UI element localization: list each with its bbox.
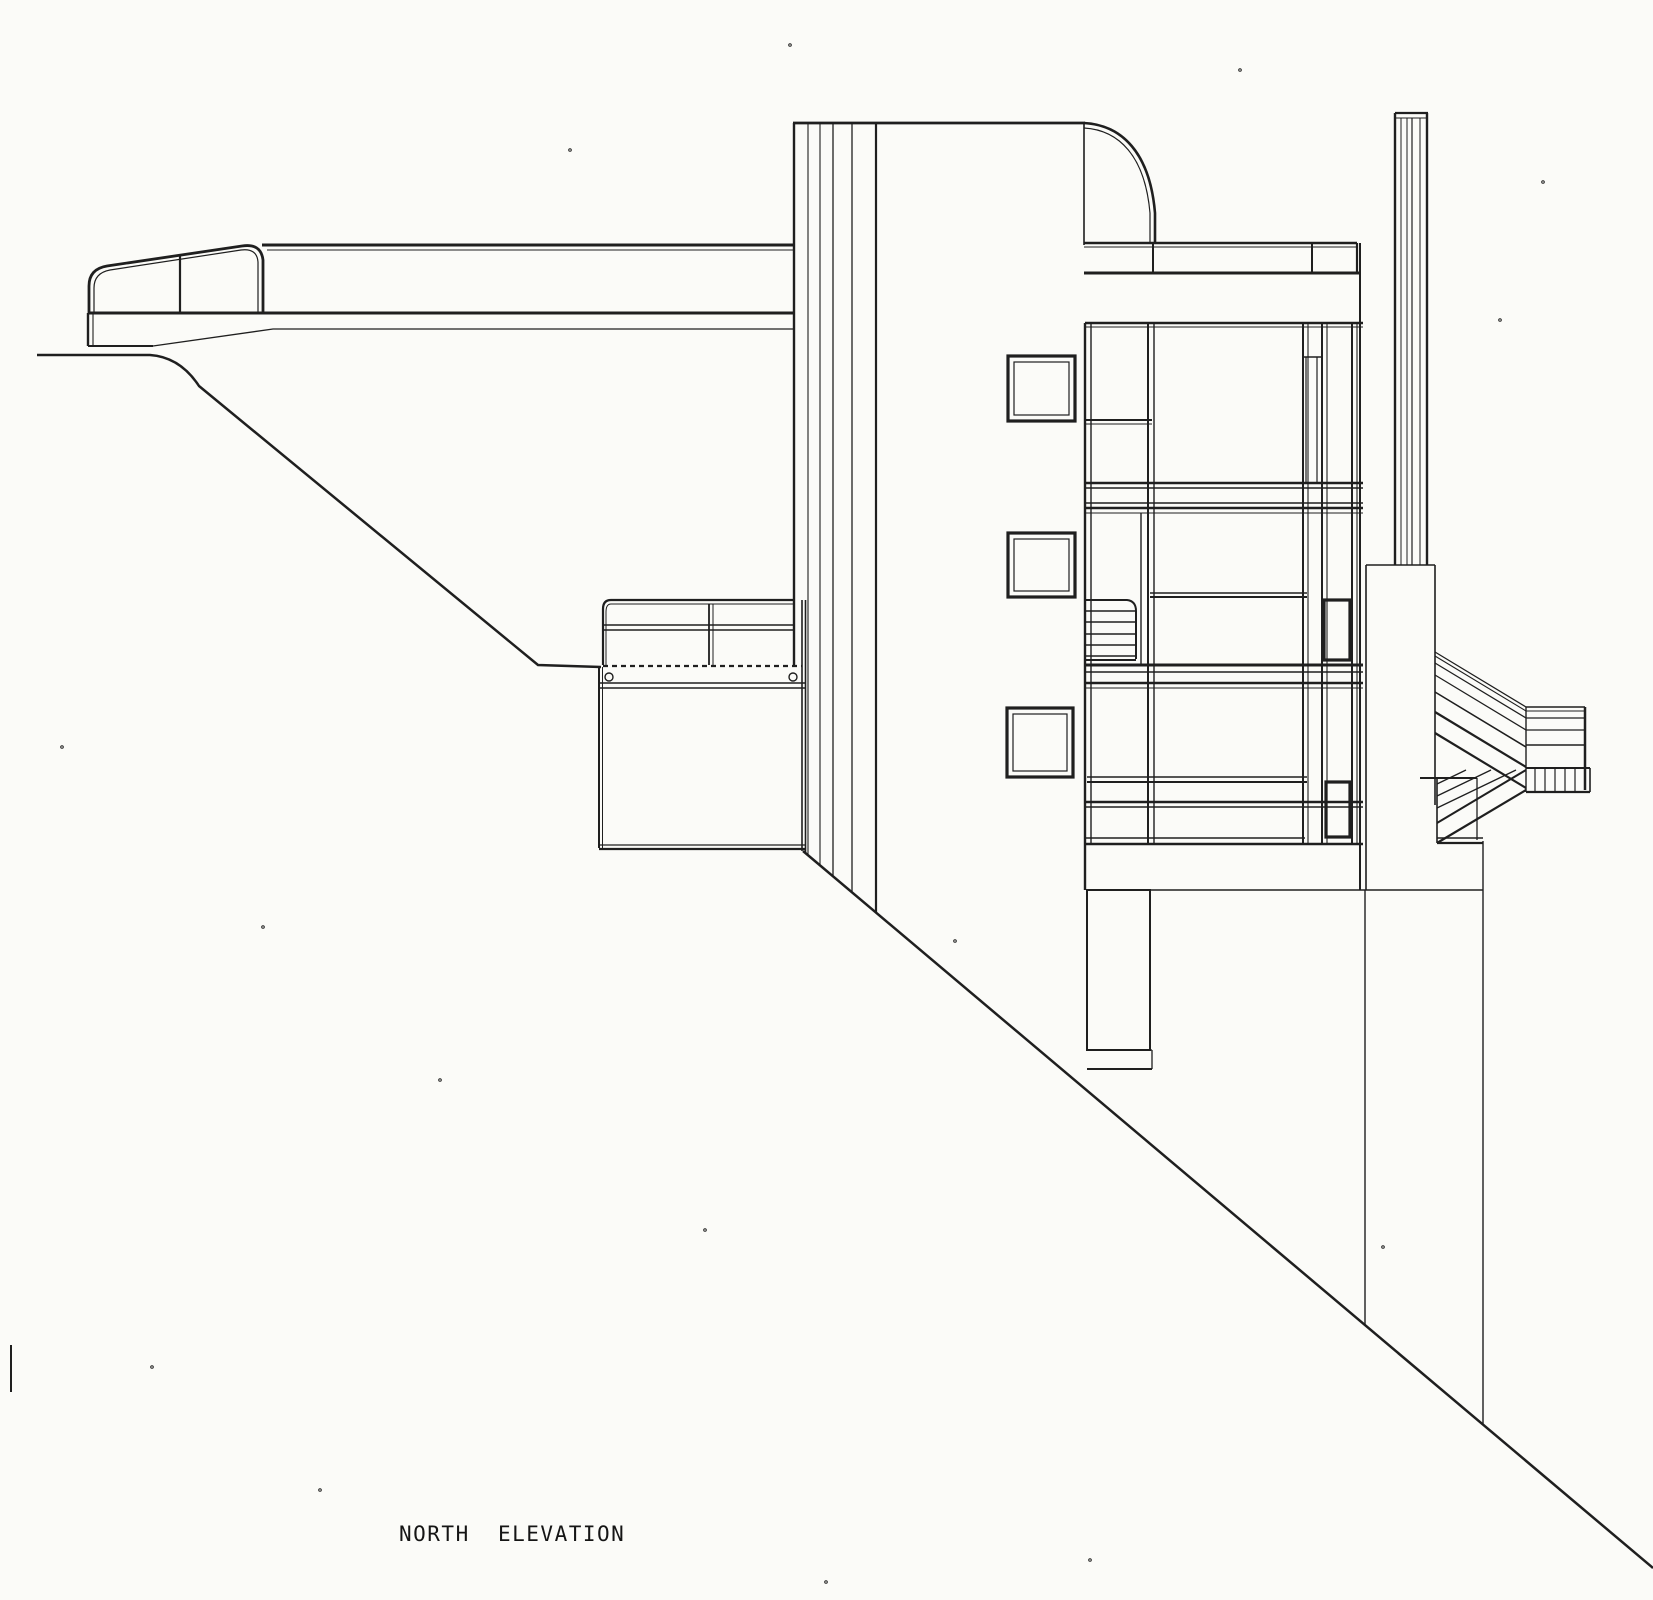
west-wall-siding xyxy=(792,121,1085,913)
paper-specks xyxy=(60,43,1545,1584)
square-windows xyxy=(1005,354,1077,779)
lower-level-wall xyxy=(1364,841,1484,1424)
drawing-title: NORTH ELEVATION xyxy=(399,1522,625,1546)
roof-parapet xyxy=(1083,121,1360,275)
entry-bridge xyxy=(86,243,793,347)
exterior-stair xyxy=(1420,651,1591,845)
drawing-layers xyxy=(10,43,1653,1584)
basement-window xyxy=(1086,889,1153,1070)
mid-deck xyxy=(598,598,807,853)
chimney xyxy=(1365,111,1436,890)
window-wall xyxy=(1083,243,1483,891)
ground-line xyxy=(10,353,1653,1569)
